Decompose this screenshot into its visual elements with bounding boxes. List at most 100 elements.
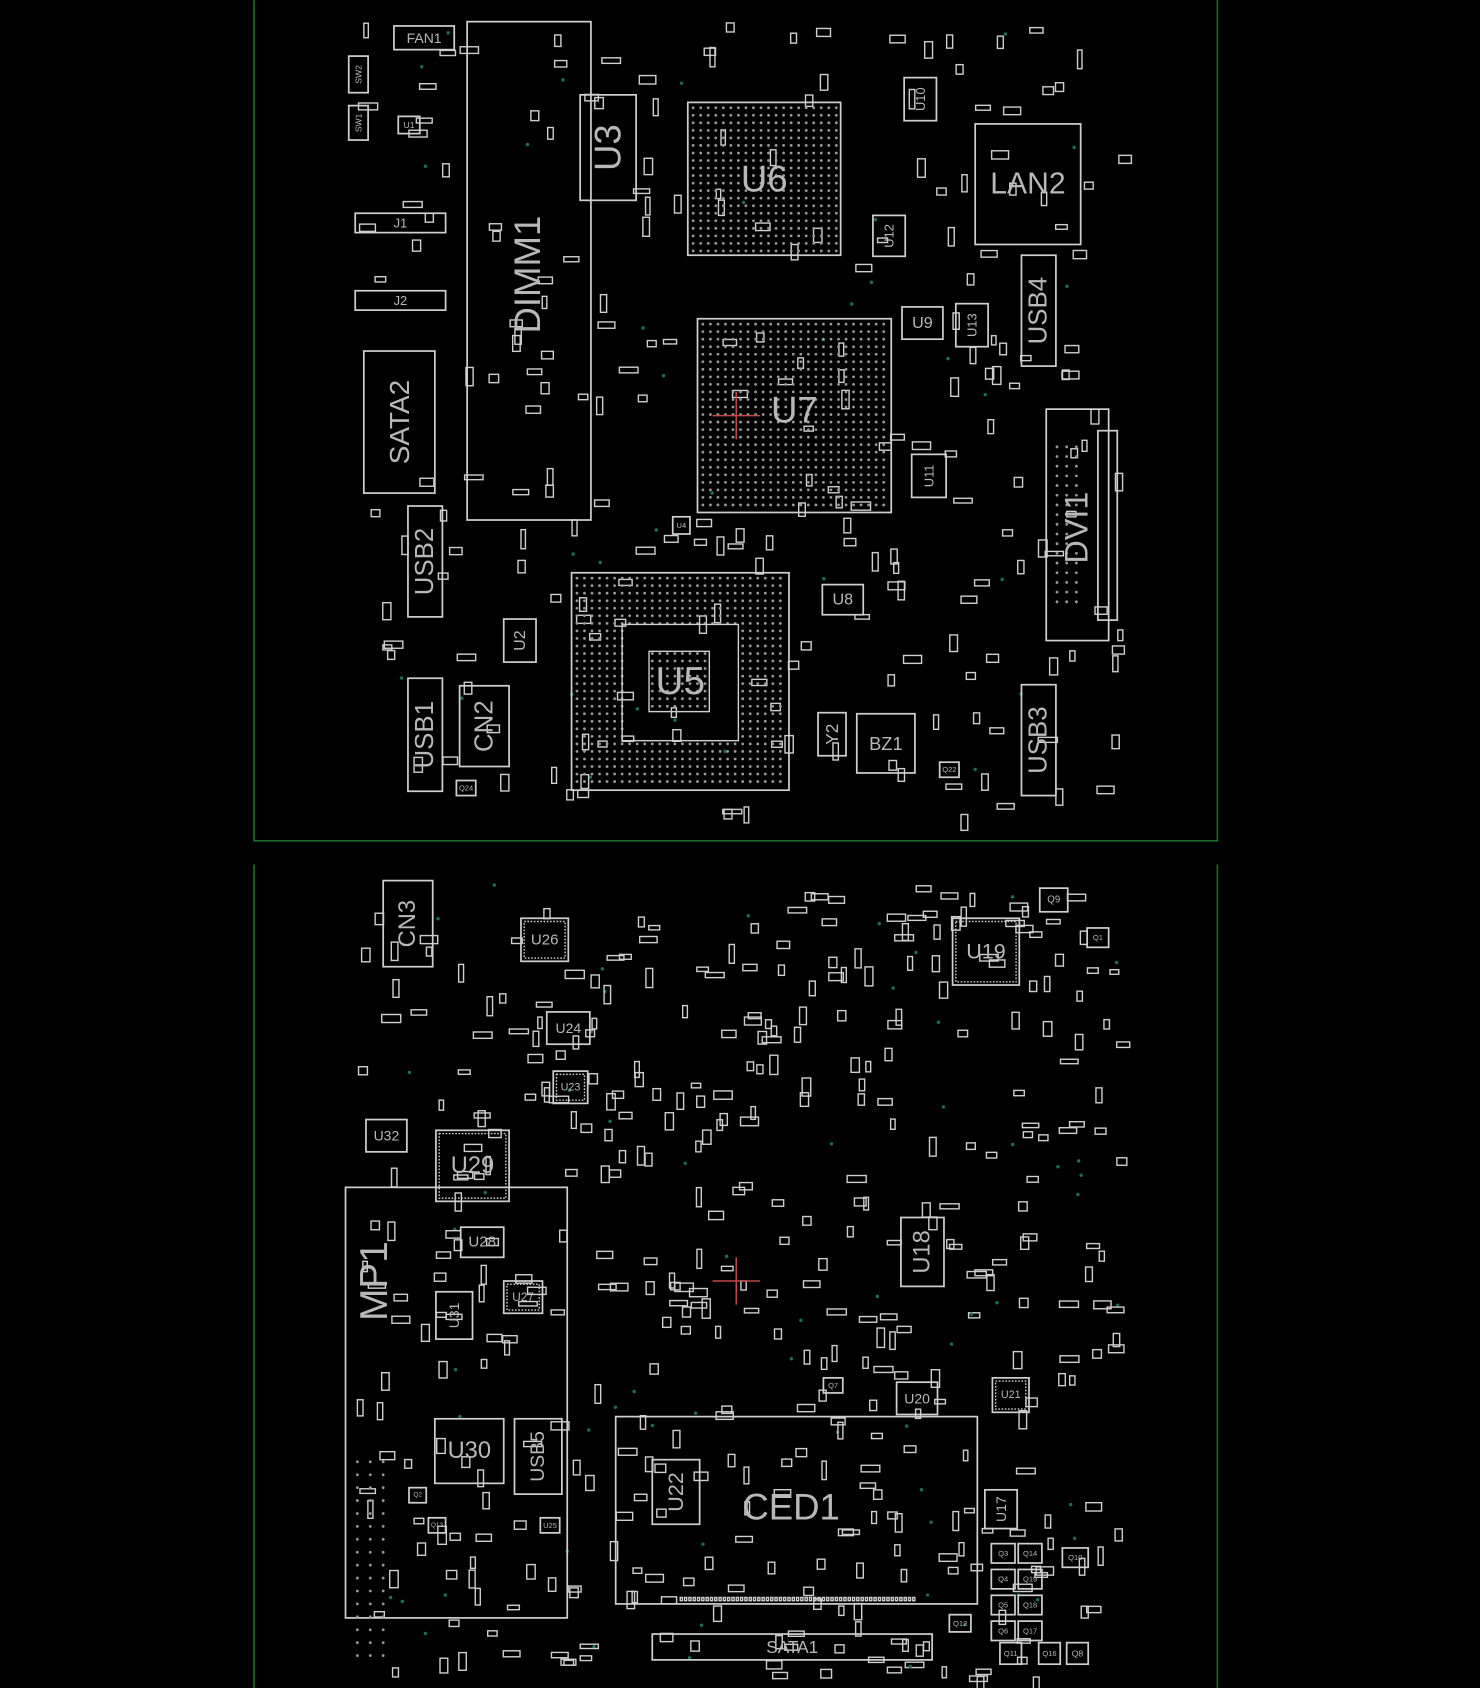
- component-outline: [990, 1568, 1016, 1590]
- component-outline: [344, 1186, 569, 1619]
- component-label: U29: [451, 1153, 494, 1179]
- component-outline: [362, 350, 436, 494]
- component-outline: [872, 214, 907, 258]
- component-ced1[interactable]: CED1: [614, 1415, 979, 1605]
- component-q19[interactable]: Q19: [1017, 1568, 1043, 1590]
- component-q12[interactable]: Q12: [948, 1613, 972, 1633]
- component-lan2[interactable]: LAN2: [974, 123, 1082, 246]
- component-u21[interactable]: U21: [991, 1377, 1030, 1414]
- component-u2[interactable]: U2: [502, 618, 537, 663]
- component-u12[interactable]: U12: [872, 214, 907, 258]
- crosshair-marker-top: [712, 391, 760, 440]
- component-mp1[interactable]: MP1: [344, 1186, 569, 1657]
- component-usb2[interactable]: USB2: [407, 505, 444, 618]
- component-u9[interactable]: U9: [901, 306, 944, 341]
- component-u3[interactable]: U3: [579, 93, 637, 202]
- component-u7[interactable]: U7: [696, 317, 893, 514]
- component-y2[interactable]: Y2: [817, 711, 847, 757]
- component-outline: [651, 1458, 701, 1526]
- component-u32[interactable]: U32: [365, 1118, 408, 1153]
- component-cn3[interactable]: CN3: [382, 879, 434, 968]
- component-u24[interactable]: U24: [545, 1011, 591, 1046]
- component-sata2[interactable]: SATA2: [362, 350, 436, 494]
- component-usb3[interactable]: USB3: [1020, 683, 1057, 797]
- component-q8[interactable]: Q8: [1065, 1641, 1090, 1666]
- component-u18[interactable]: U18: [900, 1216, 945, 1288]
- component-j2[interactable]: J2: [354, 289, 447, 311]
- component-u25[interactable]: U25: [539, 1516, 561, 1534]
- component-cn2[interactable]: CN2: [458, 684, 510, 768]
- component-label: Q13: [431, 1522, 444, 1529]
- component-q6[interactable]: Q6: [990, 1620, 1016, 1642]
- component-label: U27: [512, 1290, 534, 1304]
- component-label: USB5: [527, 1431, 549, 1482]
- component-u17[interactable]: U17: [984, 1488, 1019, 1530]
- component-outline: [991, 1377, 1030, 1414]
- component-q10[interactable]: Q10: [1061, 1547, 1090, 1569]
- component-outline: [1065, 1641, 1090, 1666]
- component-u29[interactable]: U29: [435, 1129, 510, 1203]
- component-label: U18: [909, 1230, 935, 1273]
- component-q22[interactable]: Q22: [938, 761, 960, 779]
- component-usb5[interactable]: USB5: [513, 1417, 563, 1495]
- component-q7[interactable]: Q7: [822, 1377, 844, 1394]
- component-u10[interactable]: U10: [903, 76, 938, 122]
- component-u20[interactable]: U20: [895, 1381, 939, 1416]
- component-u30[interactable]: U30: [433, 1417, 505, 1485]
- component-dvi1[interactable]: DVI1: [1045, 408, 1119, 642]
- component-label: U22: [664, 1472, 688, 1511]
- component-u1[interactable]: U1: [397, 115, 421, 135]
- component-sw2[interactable]: SW2: [347, 55, 369, 94]
- component-label: Q9: [1047, 894, 1060, 905]
- component-label: U19: [966, 940, 1005, 964]
- component-outline: [855, 712, 916, 774]
- component-bz1[interactable]: BZ1: [855, 712, 916, 774]
- component-sata1[interactable]: SATA1: [651, 1633, 933, 1661]
- component-outline: [435, 1290, 474, 1340]
- component-q11[interactable]: Q11: [999, 1641, 1023, 1666]
- component-q17[interactable]: Q17: [1017, 1620, 1043, 1642]
- component-q3[interactable]: Q3: [990, 1542, 1016, 1564]
- component-label: U2: [511, 630, 529, 651]
- component-q24[interactable]: Q24: [455, 779, 477, 797]
- component-label: U1: [404, 120, 415, 130]
- component-outline: [435, 1129, 510, 1203]
- component-q2[interactable]: Q2: [408, 1486, 428, 1504]
- component-u19[interactable]: U19: [951, 917, 1021, 986]
- component-outline: [427, 1516, 447, 1534]
- component-u22[interactable]: U22: [651, 1458, 701, 1526]
- component-u13[interactable]: U13: [954, 302, 989, 348]
- component-u26[interactable]: U26: [520, 917, 570, 963]
- component-label: U31: [446, 1302, 462, 1328]
- component-u5[interactable]: U5: [570, 571, 790, 792]
- component-outline: [455, 779, 477, 797]
- component-u28[interactable]: U28: [459, 1226, 505, 1259]
- component-u4[interactable]: U4: [671, 515, 691, 535]
- component-u27[interactable]: U27: [502, 1280, 544, 1315]
- component-label: Q24: [459, 784, 473, 793]
- component-label: U25: [543, 1521, 557, 1530]
- component-u23[interactable]: U23: [552, 1070, 589, 1105]
- component-q16[interactable]: Q16: [1037, 1641, 1062, 1666]
- component-outline: [407, 505, 444, 618]
- component-j1[interactable]: J1: [354, 212, 447, 234]
- component-q5[interactable]: Q5: [990, 1594, 1016, 1616]
- component-q9[interactable]: Q9: [1038, 887, 1069, 913]
- component-outline: [990, 1542, 1016, 1564]
- component-u11[interactable]: U11: [910, 453, 947, 499]
- component-u31[interactable]: U31: [435, 1290, 474, 1340]
- component-u8[interactable]: U8: [821, 583, 865, 616]
- component-q18[interactable]: Q18: [1017, 1594, 1043, 1616]
- component-dimm1[interactable]: DIMM1: [466, 20, 592, 521]
- component-sw1[interactable]: SW1: [347, 104, 369, 141]
- component-usb4[interactable]: USB4: [1020, 254, 1057, 367]
- component-usb1[interactable]: USB1: [407, 677, 444, 793]
- component-fan1[interactable]: FAN1: [393, 25, 456, 51]
- component-u6[interactable]: U6: [686, 101, 842, 257]
- component-q4[interactable]: Q4: [990, 1568, 1016, 1590]
- component-q14[interactable]: Q14: [1017, 1542, 1043, 1564]
- component-outline: [1038, 887, 1069, 913]
- component-q1[interactable]: Q1: [1086, 927, 1110, 949]
- component-q13[interactable]: Q13: [427, 1516, 447, 1534]
